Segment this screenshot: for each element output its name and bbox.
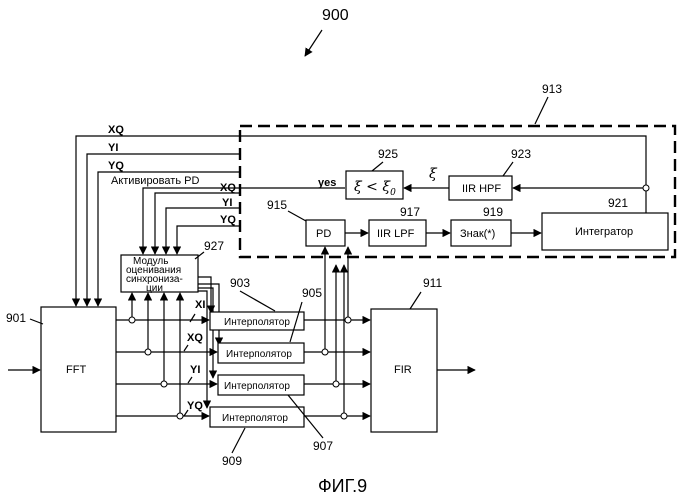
ref-903: 903 [230,276,250,290]
junction-dot-yq [177,413,183,419]
junction-dot-yi [161,381,167,387]
yi-label-mid: YI [222,197,232,209]
ref-913-leader [535,97,548,124]
junction-dot-interp1 [345,317,351,323]
iir-lpf-label: IIR LPF [377,228,415,240]
sign-label: Знак(*) [460,228,495,240]
xq-label-bottom: XQ [187,332,203,344]
interpolator-903-label: Интерполятор [224,317,290,328]
integrator-to-feedback-line [240,136,646,188]
ref-909-leader [232,428,245,453]
ref-907: 907 [313,439,333,453]
ref-917: 917 [400,205,420,219]
xq-label-mid: XQ [220,182,236,194]
figure-caption: ФИГ.9 [318,476,367,496]
junction-dot-xq [145,349,151,355]
yq-tick [184,410,188,416]
ref-921: 921 [608,196,628,210]
ref-911: 911 [423,276,442,290]
interpolator-909-label: Интерполятор [222,413,288,424]
junction-dot-interp4 [341,413,347,419]
ref-923: 923 [511,147,531,161]
ref-911-leader [410,292,421,309]
xq-label-top: XQ [108,124,124,136]
fir-label: FIR [394,364,412,376]
ref-923-leader [503,162,513,176]
junction-dot-integrator [643,185,649,191]
ref-915: 915 [267,198,287,212]
ref-915-leader [288,211,306,221]
activate-pd-label: Активировать PD [111,175,199,187]
figure-pointer-arrow [305,30,322,56]
xi-tick [190,314,195,322]
ref-925: 925 [378,147,398,161]
ref-925-leader [372,162,383,171]
ref-919: 919 [483,205,503,219]
yi-label-bottom: YI [190,364,200,376]
figure-number: 900 [322,7,349,24]
yq-label-mid: YQ [220,214,236,226]
pd-label: PD [316,228,331,240]
ref-913: 913 [542,82,562,96]
ref-927: 927 [204,239,224,253]
integrator-label: Интегратор [575,226,633,238]
yes-label: yes [318,177,336,189]
sync-label-4: ции [146,283,163,294]
yq-label-top: YQ [108,160,124,172]
junction-dot-interp3 [333,381,339,387]
fft-label: FFT [66,364,86,376]
ref-903-leader [240,291,275,311]
xi-symbol-label: ξ [429,166,438,182]
yi-label-top: YI [108,142,118,154]
interpolator-907-label: Интерполятор [224,381,290,392]
junction-dot-xi [129,317,135,323]
yi-tick [188,377,192,383]
junction-dot-interp2 [322,349,328,355]
yq-label-bottom: YQ [187,400,203,412]
ref-901: 901 [6,311,26,325]
ref-909: 909 [222,454,242,468]
xq-tick [184,345,188,351]
xi-label: XI [195,299,205,311]
ref-905: 905 [302,286,322,300]
iir-hpf-label: IIR HPF [462,183,501,195]
interpolator-905-label: Интерполятор [226,349,292,360]
